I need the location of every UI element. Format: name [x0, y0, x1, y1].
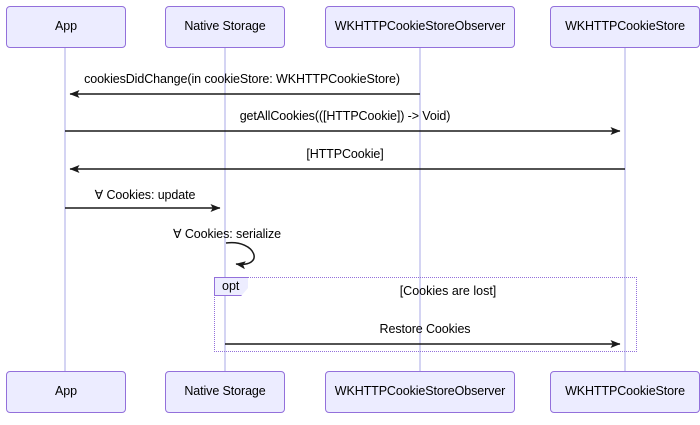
- message-label-cookies-serialize: ∀ Cookies: serialize: [173, 227, 281, 241]
- message-label-http-cookie-return: [HTTPCookie]: [306, 147, 384, 161]
- opt-fragment-condition: [Cookies are lost]: [399, 284, 497, 298]
- message-label-get-all-cookies: getAllCookies(([HTTPCookie]) -> Void): [239, 109, 451, 123]
- participant-label-native-storage-top: Native Storage: [184, 19, 266, 34]
- participant-label-native-storage-bottom: Native Storage: [184, 384, 266, 399]
- participant-box-native-storage-top[interactable]: Native Storage: [165, 6, 285, 48]
- participant-box-cookie-store-bottom[interactable]: WKHTTPCookieStore: [550, 371, 700, 413]
- message-label-cookies-did-change: cookiesDidChange(in cookieStore: WKHTTPC…: [84, 72, 400, 86]
- participant-box-app-top[interactable]: App: [6, 6, 126, 48]
- participant-box-app-bottom[interactable]: App: [6, 371, 126, 413]
- participant-label-cookie-store-top: WKHTTPCookieStore: [565, 19, 685, 34]
- messages-group: [65, 90, 625, 348]
- participant-box-observer-bottom[interactable]: WKHTTPCookieStoreObserver: [325, 371, 515, 413]
- opt-fragment-frame: [214, 277, 637, 352]
- lifelines-group: [64, 48, 626, 371]
- message-label-cookies-update: ∀ Cookies: update: [94, 188, 196, 202]
- participant-label-app-bottom: App: [55, 384, 77, 399]
- participant-box-observer-top[interactable]: WKHTTPCookieStoreObserver: [325, 6, 515, 48]
- arrow-cookies-serialize-self-loop: [225, 241, 255, 270]
- opt-fragment-operator-label: opt: [214, 277, 249, 297]
- participant-label-observer-top: WKHTTPCookieStoreObserver: [334, 19, 506, 34]
- participant-box-native-storage-bottom[interactable]: Native Storage: [165, 371, 285, 413]
- participant-label-app-top: App: [55, 19, 77, 34]
- message-label-restore-cookies: Restore Cookies: [379, 322, 471, 336]
- participant-box-cookie-store-top[interactable]: WKHTTPCookieStore: [550, 6, 700, 48]
- participant-label-observer-bottom: WKHTTPCookieStoreObserver: [334, 384, 506, 399]
- participant-label-cookie-store-bottom: WKHTTPCookieStore: [565, 384, 685, 399]
